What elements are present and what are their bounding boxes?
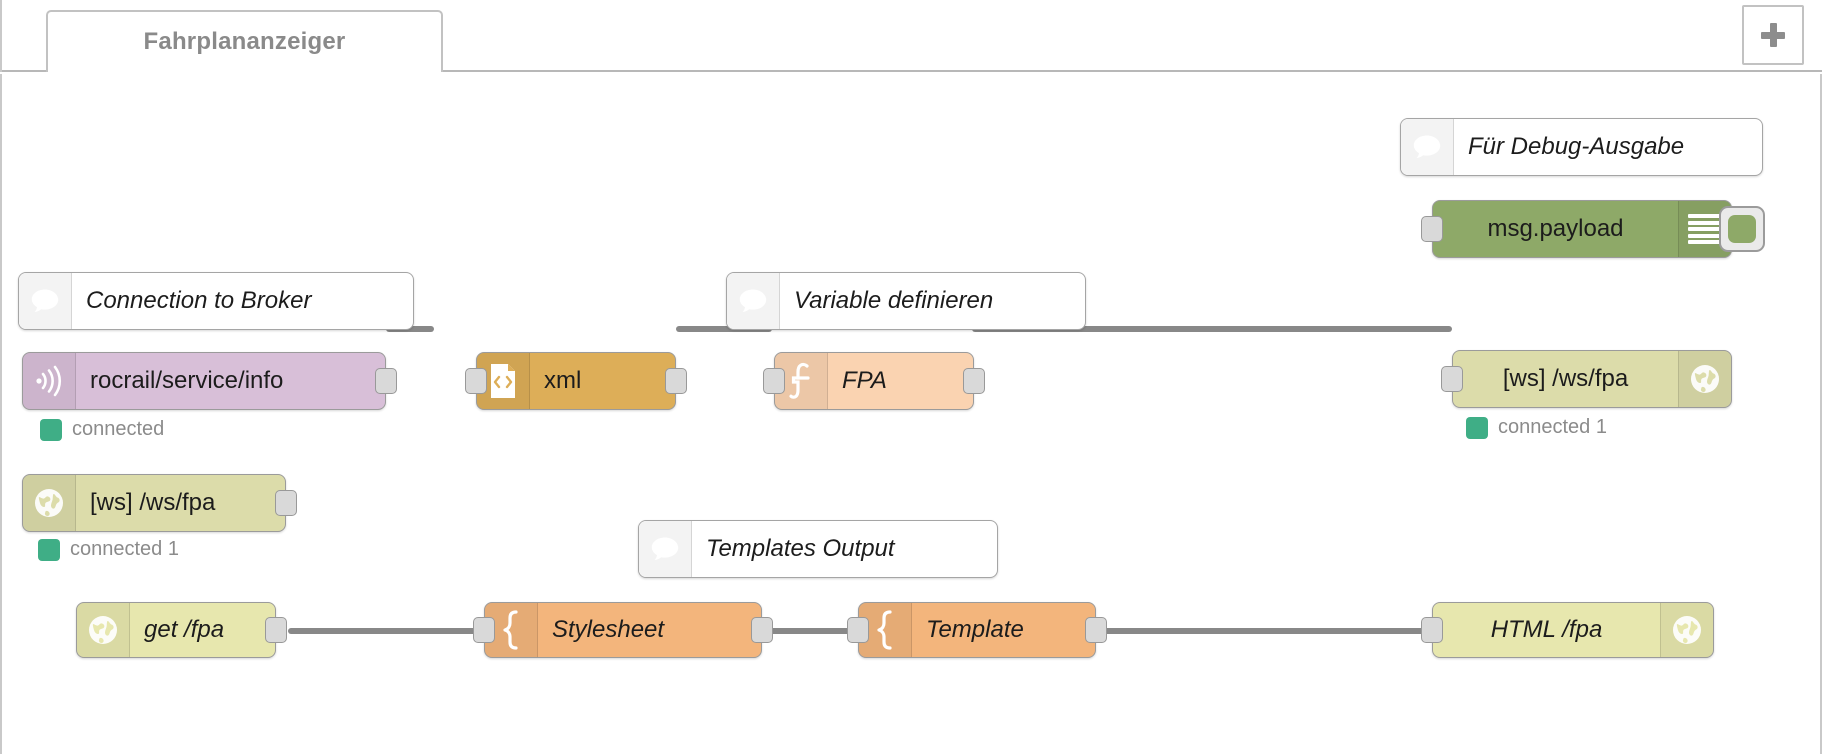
mqtt-node-label: rocrail/service/info [90, 367, 284, 394]
debug-lines-glyph [1688, 214, 1722, 244]
flow-canvas[interactable]: Für Debug-Ausgabe msg.payload Connection [0, 74, 1822, 754]
comment-node-fur-debug-ausgabe[interactable]: Für Debug-Ausgabe [1400, 118, 1763, 176]
globe-glyph [1673, 616, 1701, 644]
debug-node-label: msg.payload [1487, 215, 1624, 242]
wifi-waves-glyph [36, 365, 62, 397]
template-label: Template [926, 616, 1024, 643]
xml-node[interactable]: xml [465, 352, 687, 410]
http-in-label: get /fpa [144, 616, 225, 643]
canvas-left-border [0, 74, 2, 754]
xml-input-port[interactable] [465, 368, 487, 394]
comment-bubble-glyph [739, 289, 767, 313]
comment-node-templates-output[interactable]: Templates Output [638, 520, 998, 578]
add-tab-button[interactable] [1742, 5, 1804, 65]
http-response-label: HTML /fpa [1490, 616, 1603, 643]
tab-label: Fahrplananzeiger [143, 28, 346, 55]
websocket-out-label: [ws] /ws/fpa [1502, 365, 1629, 392]
status-dot-icon [1466, 416, 1488, 439]
comment-label: Connection to Broker [86, 287, 312, 314]
http-in-node-get-fpa[interactable]: get /fpa [76, 602, 287, 658]
comment-node-connection-to-broker[interactable]: Connection to Broker [18, 272, 414, 330]
template-output-port[interactable] [1085, 617, 1107, 643]
template-node-stylesheet[interactable]: Stylesheet [473, 602, 773, 658]
wire-httpin-to-stylesheet[interactable] [288, 628, 484, 634]
function-f-glyph [789, 362, 810, 399]
function-output-port[interactable] [963, 368, 985, 394]
globe-icon [1660, 603, 1713, 657]
debug-node-msg-payload[interactable]: msg.payload [1421, 200, 1765, 258]
comment-bubble-icon [639, 521, 692, 577]
canvas-right-border [1820, 74, 1822, 754]
globe-icon [23, 475, 76, 531]
brace-glyph [877, 610, 892, 650]
websocket-in-label: [ws] /ws/fpa [90, 489, 216, 516]
comment-bubble-icon [19, 273, 72, 329]
comment-bubble-glyph [1413, 135, 1441, 159]
globe-glyph [89, 616, 117, 644]
status-dot-icon [38, 538, 60, 561]
xml-document-icon [477, 353, 530, 409]
debug-toggle-indicator [1728, 215, 1756, 243]
globe-glyph [35, 489, 63, 517]
tab-fahrplananzeiger[interactable]: Fahrplananzeiger [46, 10, 443, 72]
mqtt-status-text: connected [72, 418, 165, 440]
mqtt-in-node-rocrail-service-info[interactable]: rocrail/service/info [22, 352, 397, 410]
plus-icon [1761, 23, 1785, 47]
function-input-port[interactable] [763, 368, 785, 394]
http-in-output-port[interactable] [265, 617, 287, 643]
xml-output-port[interactable] [665, 368, 687, 394]
websocket-in-node-ws-fpa[interactable]: [ws] /ws/fpa [22, 474, 297, 532]
stylesheet-output-port[interactable] [751, 617, 773, 643]
comment-bubble-icon [1401, 119, 1454, 175]
globe-icon [77, 603, 130, 657]
websocket-in-status: connected 1 [38, 538, 179, 561]
template-input-port[interactable] [847, 617, 869, 643]
stylesheet-label: Stylesheet [552, 616, 665, 643]
websocket-in-status-text: connected 1 [70, 538, 179, 560]
xml-document-glyph [491, 364, 515, 398]
mqtt-output-port[interactable] [375, 368, 397, 394]
http-response-node-html-fpa[interactable]: HTML /fpa [1421, 602, 1714, 658]
editor-left-border [0, 0, 2, 72]
wire-stylesheet-to-template[interactable] [762, 628, 858, 634]
comment-node-variable-definieren[interactable]: Variable definieren [726, 272, 1086, 330]
websocket-out-node-ws-fpa[interactable]: [ws] /ws/fpa [1441, 350, 1732, 408]
comment-label: Für Debug-Ausgabe [1468, 133, 1685, 160]
comment-label: Variable definieren [794, 287, 994, 314]
xml-node-label: xml [544, 367, 582, 394]
wire-mqtt-to-xml[interactable] [386, 326, 434, 332]
stylesheet-input-port[interactable] [473, 617, 495, 643]
status-dot-icon [40, 418, 62, 441]
function-node-fpa[interactable]: FPA [763, 352, 985, 410]
websocket-out-status: connected 1 [1466, 416, 1607, 439]
comment-bubble-glyph [31, 289, 59, 313]
function-node-label: FPA [842, 367, 887, 394]
wire-function-to-ws-out[interactable] [972, 326, 1452, 332]
brace-glyph [503, 610, 518, 650]
debug-input-port[interactable] [1421, 216, 1443, 242]
wire-xml-to-function[interactable] [676, 326, 772, 332]
websocket-in-output-port[interactable] [275, 490, 297, 516]
mqtt-status: connected [40, 418, 164, 441]
template-node-template[interactable]: Template [847, 602, 1107, 658]
comment-bubble-glyph [651, 537, 679, 561]
globe-icon [1678, 351, 1731, 407]
wire-template-to-httpresponse[interactable] [1096, 628, 1432, 634]
websocket-out-status-text: connected 1 [1498, 416, 1607, 438]
tab-bar: Fahrplananzeiger [0, 0, 1822, 72]
globe-glyph [1691, 365, 1719, 393]
comment-bubble-icon [727, 273, 780, 329]
comment-label: Templates Output [706, 535, 895, 562]
http-response-input-port[interactable] [1421, 617, 1443, 643]
wifi-waves-icon [23, 353, 76, 409]
debug-enable-toggle[interactable] [1719, 206, 1765, 252]
websocket-out-input-port[interactable] [1441, 366, 1463, 392]
